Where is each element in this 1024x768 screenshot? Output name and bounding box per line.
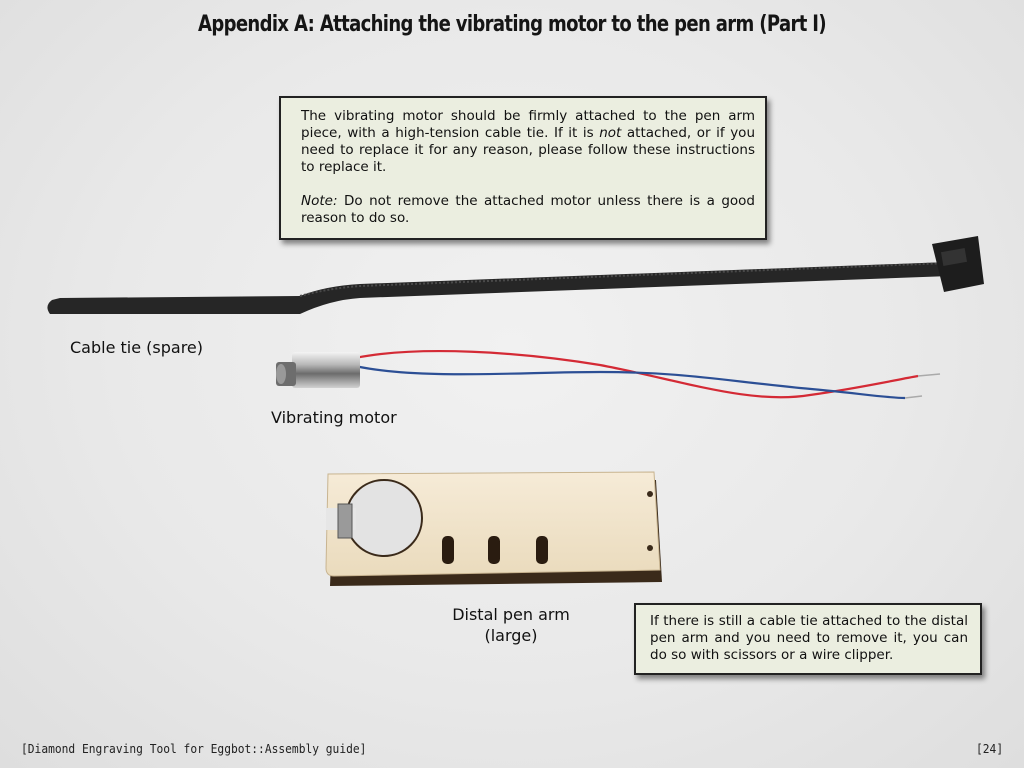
slide-title: Appendix A: Attaching the vibrating moto…: [198, 12, 827, 37]
motor-label: Vibrating motor: [271, 408, 397, 427]
intro-note-box: The vibrating motor should be firmly att…: [279, 96, 767, 240]
motor-wires: [354, 349, 941, 400]
vibrating-motor: [276, 352, 360, 388]
clipper-note-box: If there is still a cable tie attached t…: [634, 603, 982, 675]
note-label: Note:: [301, 193, 338, 209]
cable-tie-label: Cable tie (spare): [70, 338, 204, 357]
pen-arm-label-line1: Distal pen arm: [452, 605, 570, 624]
distal-pen-arm: [325, 471, 662, 586]
intro-paragraph: The vibrating motor should be firmly att…: [301, 108, 755, 175]
cable-tie: [47, 236, 984, 314]
pen-arm-label-line2: (large): [484, 626, 538, 645]
emphasis-not: not: [599, 125, 622, 141]
note-paragraph: Note: Do not remove the attached motor u…: [301, 193, 755, 226]
page-number: [24]: [975, 741, 1003, 756]
clipper-note-text: If there is still a cable tie attached t…: [650, 613, 968, 663]
footer-guide-title: [Diamond Engraving Tool for Eggbot::Asse…: [21, 741, 367, 756]
pen-arm-label: Distal pen arm (large): [441, 604, 581, 646]
